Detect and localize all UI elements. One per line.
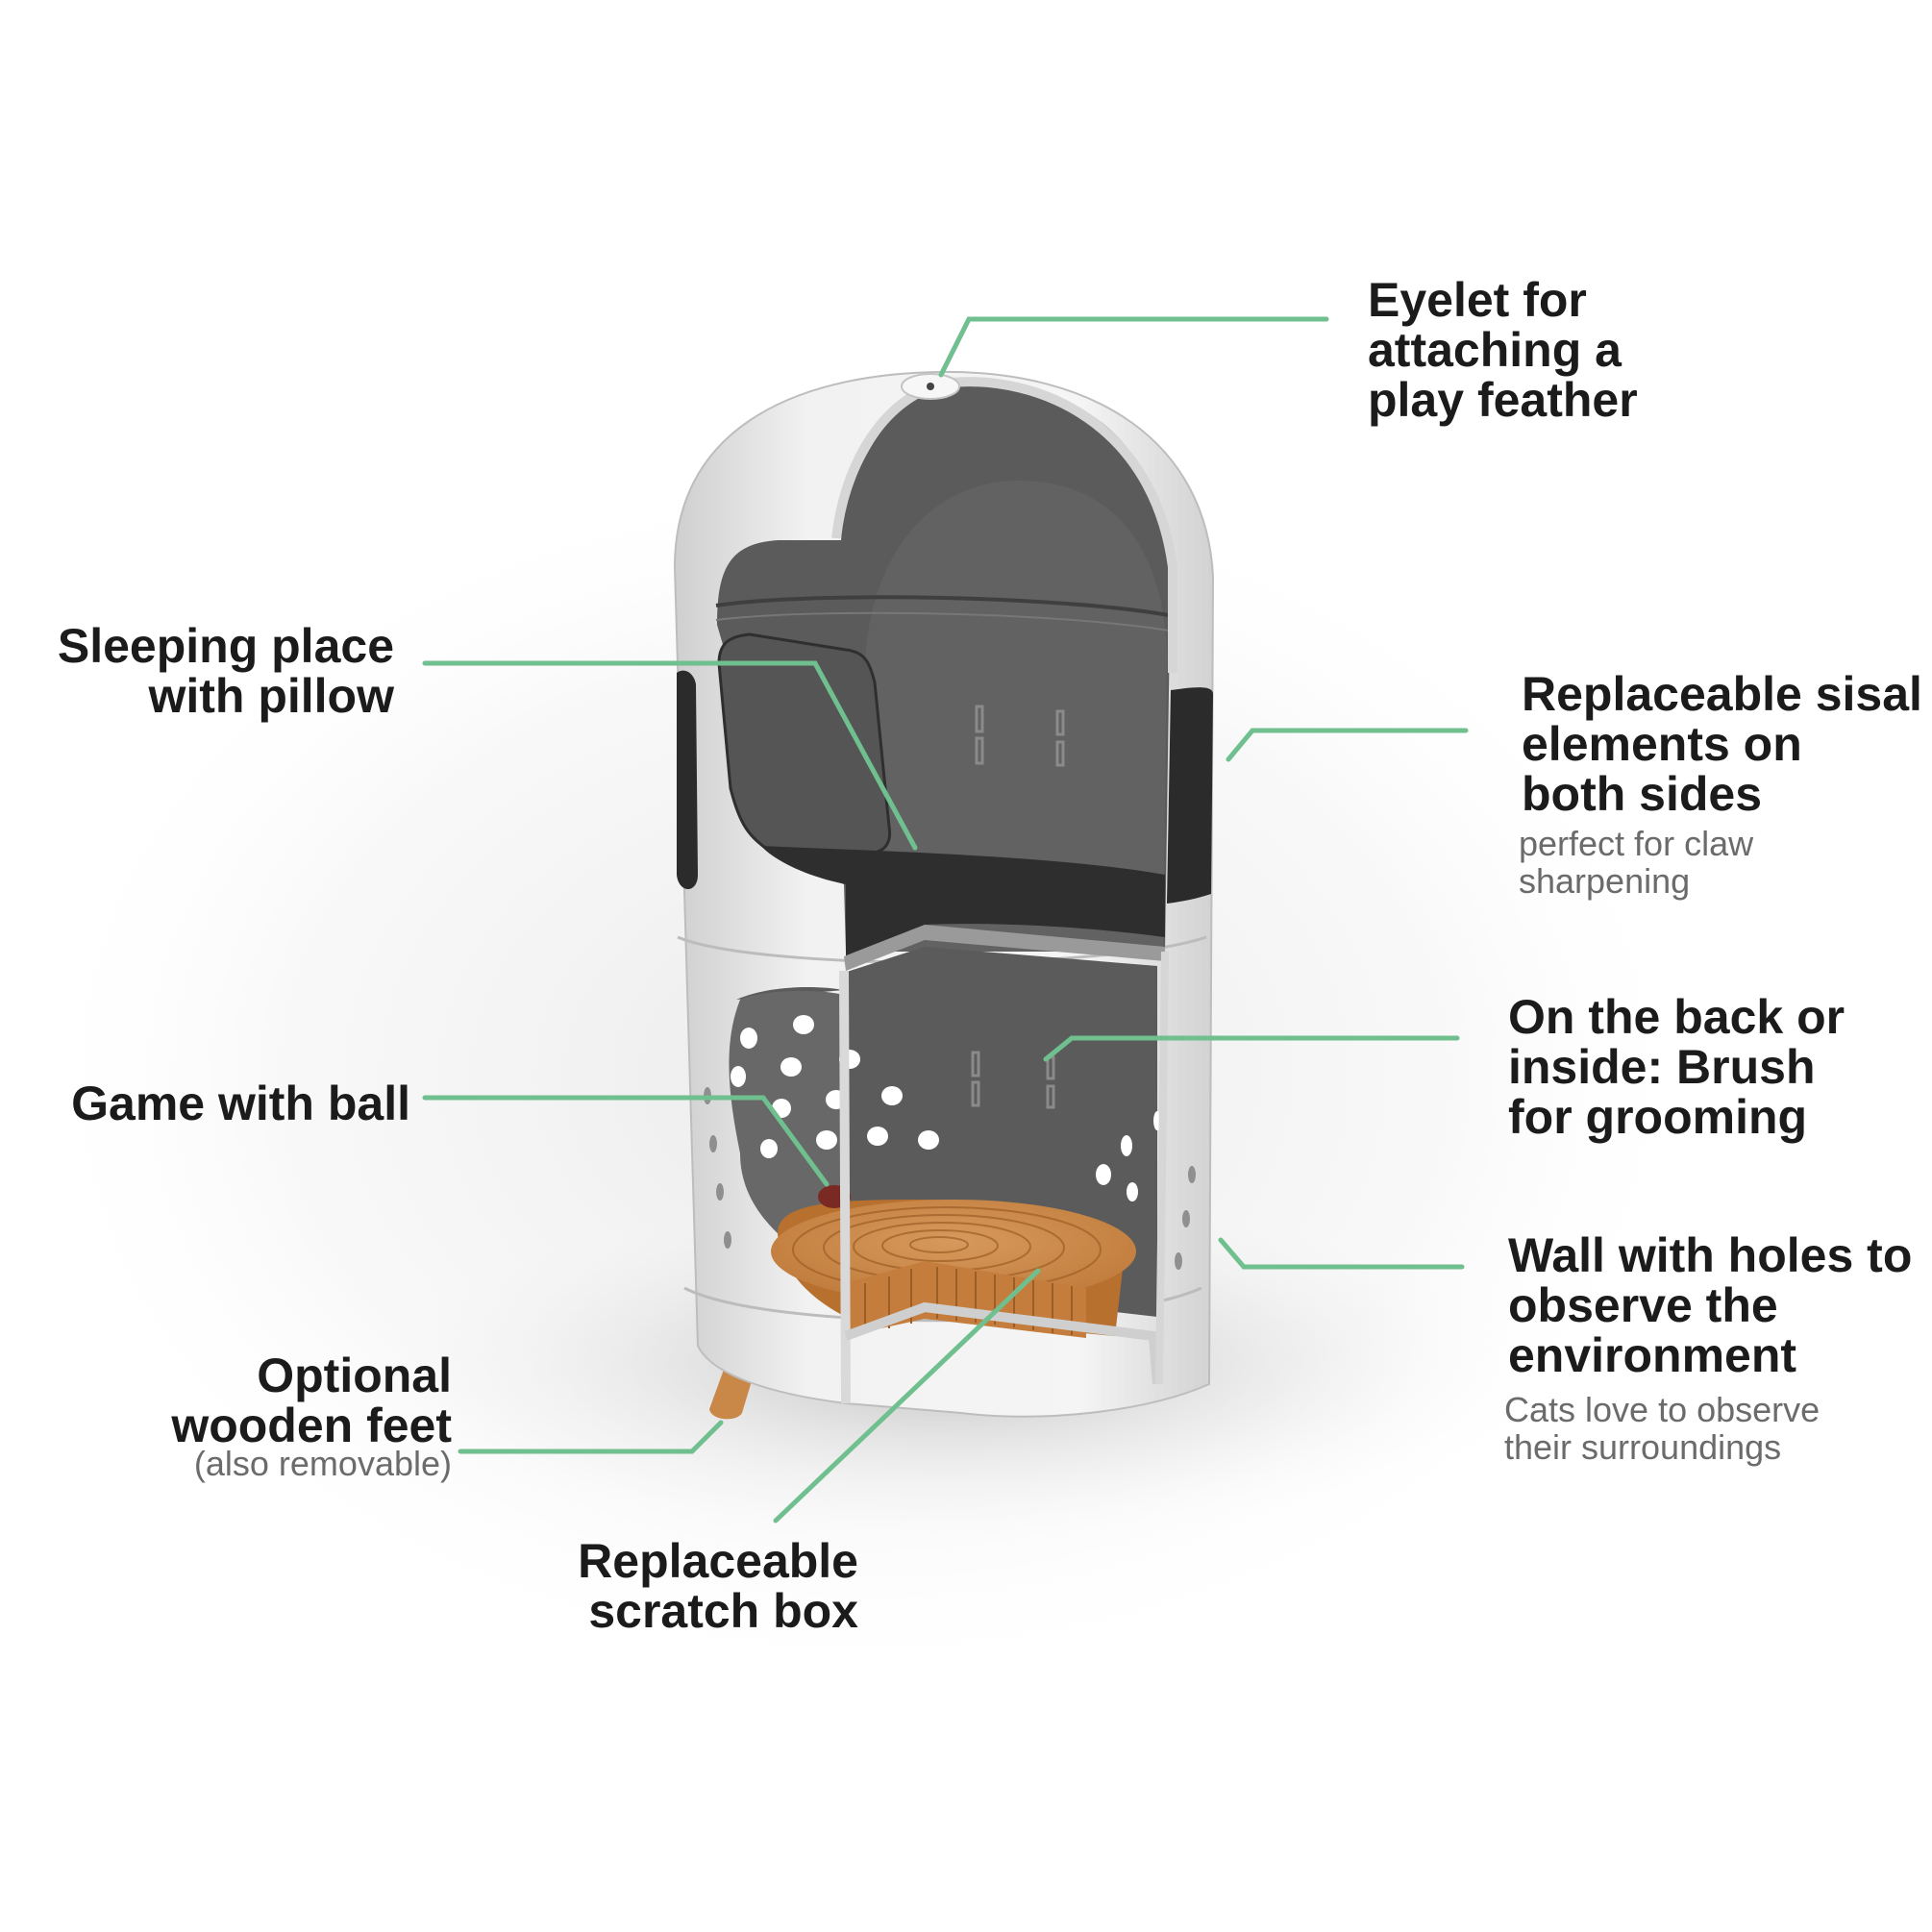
callout-eyelet-line-2: attaching a xyxy=(1368,323,1622,377)
callout-scratch-line-1: Replaceable xyxy=(578,1534,858,1588)
cutaway-edge-bottom xyxy=(844,1301,1162,1385)
callout-eyelet: Eyelet for attaching a play feather xyxy=(1368,275,1638,425)
callout-wall-note-line-2: their surroundings xyxy=(1504,1427,1782,1467)
callout-feet-note-line-1: (also removable) xyxy=(193,1444,452,1483)
eyelet-hole xyxy=(927,383,934,390)
callout-sisal-line-3: both sides xyxy=(1522,767,1763,821)
callout-feet-line-2: wooden feet xyxy=(171,1399,452,1452)
callout-wall-note: Cats love to observe their surroundings xyxy=(1504,1391,1820,1466)
callout-eyelet-line-1: Eyelet for xyxy=(1368,273,1587,327)
callout-feet: Optional wooden feet xyxy=(171,1350,452,1450)
callout-sisal-note-line-1: perfect for claw xyxy=(1519,824,1754,863)
upper-floor-cushion xyxy=(761,846,1165,961)
callout-sisal-note: perfect for claw sharpening xyxy=(1519,825,1753,900)
leader-line-sleeping xyxy=(422,660,918,851)
callout-sisal: Replaceable sisal elements on both sides xyxy=(1522,669,1922,819)
leader-lines xyxy=(422,316,1469,1523)
callout-eyelet-line-3: play feather xyxy=(1368,373,1638,427)
callout-scratch: Replaceable scratch box xyxy=(578,1536,858,1636)
callout-wall-line-2: observe the xyxy=(1508,1278,1778,1332)
callout-game-line-1: Game with ball xyxy=(71,1077,410,1130)
wall-holes-outer xyxy=(704,1087,1196,1270)
divider-shelf xyxy=(844,925,1165,971)
callout-sleeping-line-1: Sleeping place xyxy=(57,619,394,673)
callout-feet-note: (also removable) xyxy=(194,1445,452,1482)
leader-line-brush xyxy=(1043,1035,1460,1062)
leader-line-scratch xyxy=(773,1268,1041,1523)
leader-line-sisal xyxy=(1226,728,1469,762)
callout-wall-line-1: Wall with holes to xyxy=(1508,1228,1913,1282)
pillow xyxy=(717,632,892,855)
callout-sisal-line-2: elements on xyxy=(1522,717,1802,771)
leader-line-eyelet xyxy=(938,316,1329,378)
callout-feet-line-1: Optional xyxy=(257,1349,452,1402)
callout-brush-line-3: for grooming xyxy=(1508,1090,1808,1144)
callout-sleeping: Sleeping place with pillow xyxy=(58,621,394,721)
callout-wall-line-3: environment xyxy=(1508,1328,1797,1382)
cutaway-rim-top xyxy=(831,377,1177,673)
leader-line-game xyxy=(422,1095,830,1187)
sisal-left xyxy=(677,670,698,889)
leader-line-wall xyxy=(1218,1237,1465,1270)
wall-holes-inner xyxy=(731,1015,1161,1201)
callout-sisal-line-1: Replaceable sisal xyxy=(1522,667,1922,721)
cutaway-edge-right xyxy=(1155,951,1169,1385)
callout-scratch-line-2: scratch box xyxy=(588,1584,858,1638)
cutaway-edge-front xyxy=(839,970,851,1404)
callout-wall-note-line-1: Cats love to observe xyxy=(1504,1390,1821,1429)
callout-brush-line-1: On the back or xyxy=(1508,990,1845,1044)
callout-wall: Wall with holes to observe the environme… xyxy=(1508,1230,1912,1380)
sisal-right xyxy=(1167,687,1213,904)
callout-sisal-note-line-2: sharpening xyxy=(1519,861,1691,901)
brush-slots-upper xyxy=(975,705,1065,767)
callout-game: Game with ball xyxy=(71,1078,410,1128)
leader-line-feet xyxy=(458,1420,724,1454)
callout-sleeping-line-2: with pillow xyxy=(148,669,394,723)
callout-brush: On the back or inside: Brush for groomin… xyxy=(1508,992,1845,1142)
brush-slots-lower xyxy=(971,1051,1055,1109)
callout-brush-line-2: inside: Brush xyxy=(1508,1040,1816,1094)
ceiling-band xyxy=(715,595,1170,617)
ceiling-band-edge xyxy=(715,611,1170,632)
wood-rings xyxy=(792,1206,1102,1293)
